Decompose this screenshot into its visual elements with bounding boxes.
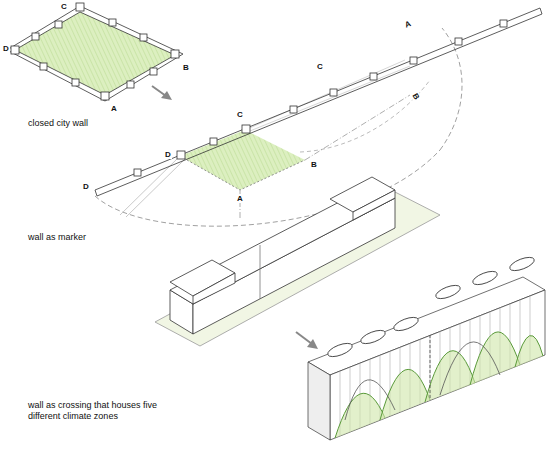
block-figure: [155, 177, 440, 346]
wall-inner: [15, 12, 175, 95]
side-letter: B: [310, 160, 318, 169]
ghost-wall: [245, 60, 405, 130]
transition-arrow: [152, 86, 172, 100]
field-edge: [180, 156, 305, 190]
figure-caption: wall as crossing that houses five differ…: [28, 400, 166, 422]
section-end: [308, 362, 330, 440]
dome-arcs: [345, 342, 500, 420]
rotation-arc: [300, 80, 430, 152]
section-face: [330, 290, 545, 440]
wall-outer: [7, 6, 183, 101]
raised-end: [193, 273, 235, 304]
marker-wall-figure: [95, 8, 542, 226]
wall-line: [97, 14, 542, 196]
figure-caption: wall as marker: [28, 232, 86, 243]
towers: [134, 20, 507, 176]
wall-end: [95, 190, 97, 196]
wall-line: [95, 8, 540, 190]
transition-arrow: [296, 332, 318, 349]
zone-divider: [430, 335, 431, 400]
side-letter: D: [82, 182, 90, 191]
step-line: [260, 245, 261, 299]
climate-section-figure: [308, 255, 545, 440]
side-letter: B: [410, 91, 422, 102]
side-letter: B: [182, 63, 190, 72]
skylights: [326, 255, 536, 360]
ghost-wall: [245, 66, 410, 133]
side-letter: A: [110, 104, 118, 113]
side-letter: D: [2, 44, 10, 53]
side-letter: D: [164, 150, 172, 159]
closed-wall-figure: [7, 3, 183, 101]
wall-end: [540, 8, 542, 14]
figure-caption: closed city wall: [28, 118, 88, 129]
climate-arches: [335, 332, 543, 438]
ghost-wall: [120, 156, 180, 215]
ghost-wall: [126, 158, 186, 217]
side-letter: A: [236, 194, 244, 203]
raised-end: [353, 190, 395, 220]
marked-field: [180, 130, 305, 190]
enclosed-field: [15, 12, 175, 95]
side-letter: C: [316, 62, 324, 71]
side-letter: A: [403, 19, 413, 30]
rotation-arc: [440, 28, 462, 150]
side-letter: C: [60, 2, 68, 11]
ground-plane: [155, 192, 440, 346]
towers: [11, 3, 179, 100]
side-letter: C: [236, 110, 244, 119]
